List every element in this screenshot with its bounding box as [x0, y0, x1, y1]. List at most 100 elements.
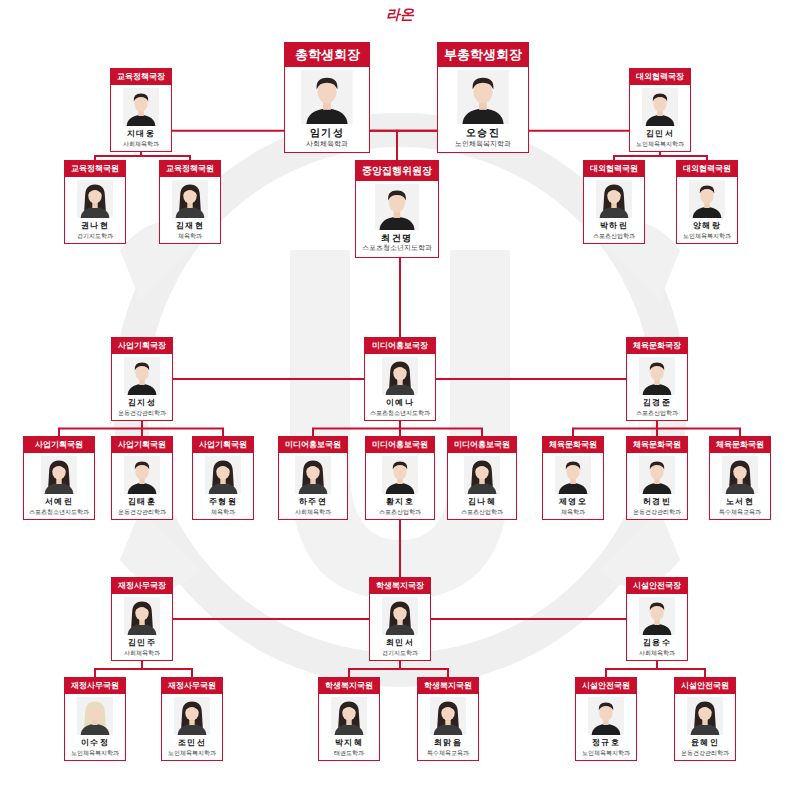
role-header: 학생복지국장: [370, 578, 430, 594]
photo-hair: [88, 703, 102, 711]
role-header: 총학생회장: [285, 43, 369, 67]
member-card: 재정사무국장김민주사회체육학과: [111, 577, 173, 661]
photo-shoulders: [643, 384, 672, 395]
photo-hair: [52, 462, 66, 470]
photo-face: [393, 364, 407, 380]
department-name: 사회체육학과: [114, 139, 168, 148]
role-header: 교육정책국원: [160, 161, 220, 177]
org-connector: [436, 378, 626, 380]
org-connector: [399, 520, 401, 577]
member-name: 제영오: [546, 496, 600, 507]
photo-hair: [650, 462, 665, 470]
department-name: 사회체육학과: [282, 507, 344, 516]
photo-ground: [77, 180, 113, 218]
card-body: 양해랑노인체육복지학과: [677, 177, 737, 243]
photo-hair: [135, 603, 149, 611]
portrait-photo: [464, 456, 500, 494]
emblem-letter: [290, 250, 510, 600]
photo-hair: [393, 603, 407, 611]
department-name: 노인체육복지학과: [441, 139, 525, 149]
photo-face: [306, 463, 320, 479]
org-connector: [529, 130, 629, 132]
member-card: 교육정책국장지대웅사회체육학과: [110, 68, 172, 152]
role-header: 재정사무국원: [65, 678, 125, 694]
card-body: 임기성사회체육학과: [285, 67, 369, 152]
photo-face: [52, 463, 66, 479]
portrait-photo: [430, 697, 466, 735]
photo-ground: [382, 456, 418, 494]
card-body: 정규호노인체육복지학과: [576, 694, 636, 760]
role-header: 대외협력국장: [630, 69, 690, 85]
portrait-photo: [174, 697, 210, 735]
card-body: 권나현경기지도학과: [65, 177, 125, 243]
member-name: 김민서: [633, 128, 687, 139]
photo-shoulders: [592, 724, 621, 735]
photo-ground: [375, 184, 419, 230]
member-card: 사업기획국장김지성운동건강관리학과: [111, 337, 173, 421]
member-card: 사업기획국원주형원체육학과: [192, 436, 254, 520]
org-connector: [173, 378, 364, 380]
photo-face: [183, 187, 197, 203]
photo-hair-back: [338, 702, 360, 728]
portrait-photo: [124, 456, 160, 494]
member-name: 오승진: [441, 126, 525, 139]
role-header: 학생복지국원: [319, 678, 379, 694]
card-body: 최민서경기지도학과: [370, 594, 430, 660]
portrait-photo: [382, 597, 418, 635]
photo-ground: [596, 180, 632, 218]
org-connector: [313, 421, 400, 436]
photo-ground: [382, 597, 418, 635]
portrait-photo: [300, 70, 354, 124]
portrait-photo: [642, 88, 678, 126]
portrait-photo: [331, 697, 367, 735]
department-name: 스포츠청소년지도학과: [368, 408, 432, 417]
member-card: 재정사무국원조민선노인체육복지학과: [161, 677, 223, 761]
photo-hair: [185, 703, 199, 711]
portrait-photo: [124, 597, 160, 635]
emblem-ring: [130, 130, 670, 670]
photo-face: [342, 704, 356, 720]
card-body: 김태훈운동건강관리학과: [112, 453, 172, 519]
org-connector: [400, 661, 448, 677]
photo-shoulders: [693, 207, 722, 218]
photo-ground: [205, 456, 241, 494]
department-name: 특수체육교육과: [713, 507, 767, 516]
photo-hair-back: [389, 362, 411, 388]
department-name: 노인체육복지학과: [579, 748, 633, 757]
photo-ground: [174, 697, 210, 735]
member-card: 사업기획국원김태훈운동건강관리학과: [111, 436, 173, 520]
photo-shoulders: [691, 724, 720, 735]
member-name: 조민선: [165, 737, 219, 748]
portrait-photo: [456, 70, 510, 124]
photo-ground: [124, 456, 160, 494]
member-card: 재정사무국원이수정노인체육복지학과: [64, 677, 126, 761]
role-header: 체육문화국원: [543, 437, 603, 453]
member-card: 대외협력국원양해랑노인체육복지학과: [676, 160, 738, 244]
photo-hair: [388, 191, 406, 201]
photo-ground: [295, 456, 331, 494]
portrait-photo: [639, 456, 675, 494]
member-name: 김지성: [115, 397, 169, 408]
portrait-photo: [382, 456, 418, 494]
department-name: 노인체육복지학과: [165, 748, 219, 757]
member-card: 시설안전국원정규호노인체육복지학과: [575, 677, 637, 761]
member-card: 교육정책국원권나현경기지도학과: [64, 160, 126, 244]
photo-hair: [650, 603, 665, 611]
photo-shoulders: [600, 207, 629, 218]
org-connector: [142, 661, 192, 677]
org-connector: [657, 421, 740, 436]
photo-hair: [317, 78, 338, 90]
photo-ground: [464, 456, 500, 494]
org-connector: [59, 421, 142, 436]
photo-ground: [41, 456, 77, 494]
role-header: 시설안전국원: [576, 678, 636, 694]
member-name: 최맑음: [421, 737, 475, 748]
member-name: 하주연: [282, 496, 344, 507]
org-connector: [660, 152, 707, 160]
portrait-photo: [596, 180, 632, 218]
photo-hair-back: [179, 185, 201, 211]
portrait-photo: [689, 180, 725, 218]
photo-hair: [566, 462, 581, 470]
card-body: 김나혜스포츠산업학과: [448, 453, 516, 519]
